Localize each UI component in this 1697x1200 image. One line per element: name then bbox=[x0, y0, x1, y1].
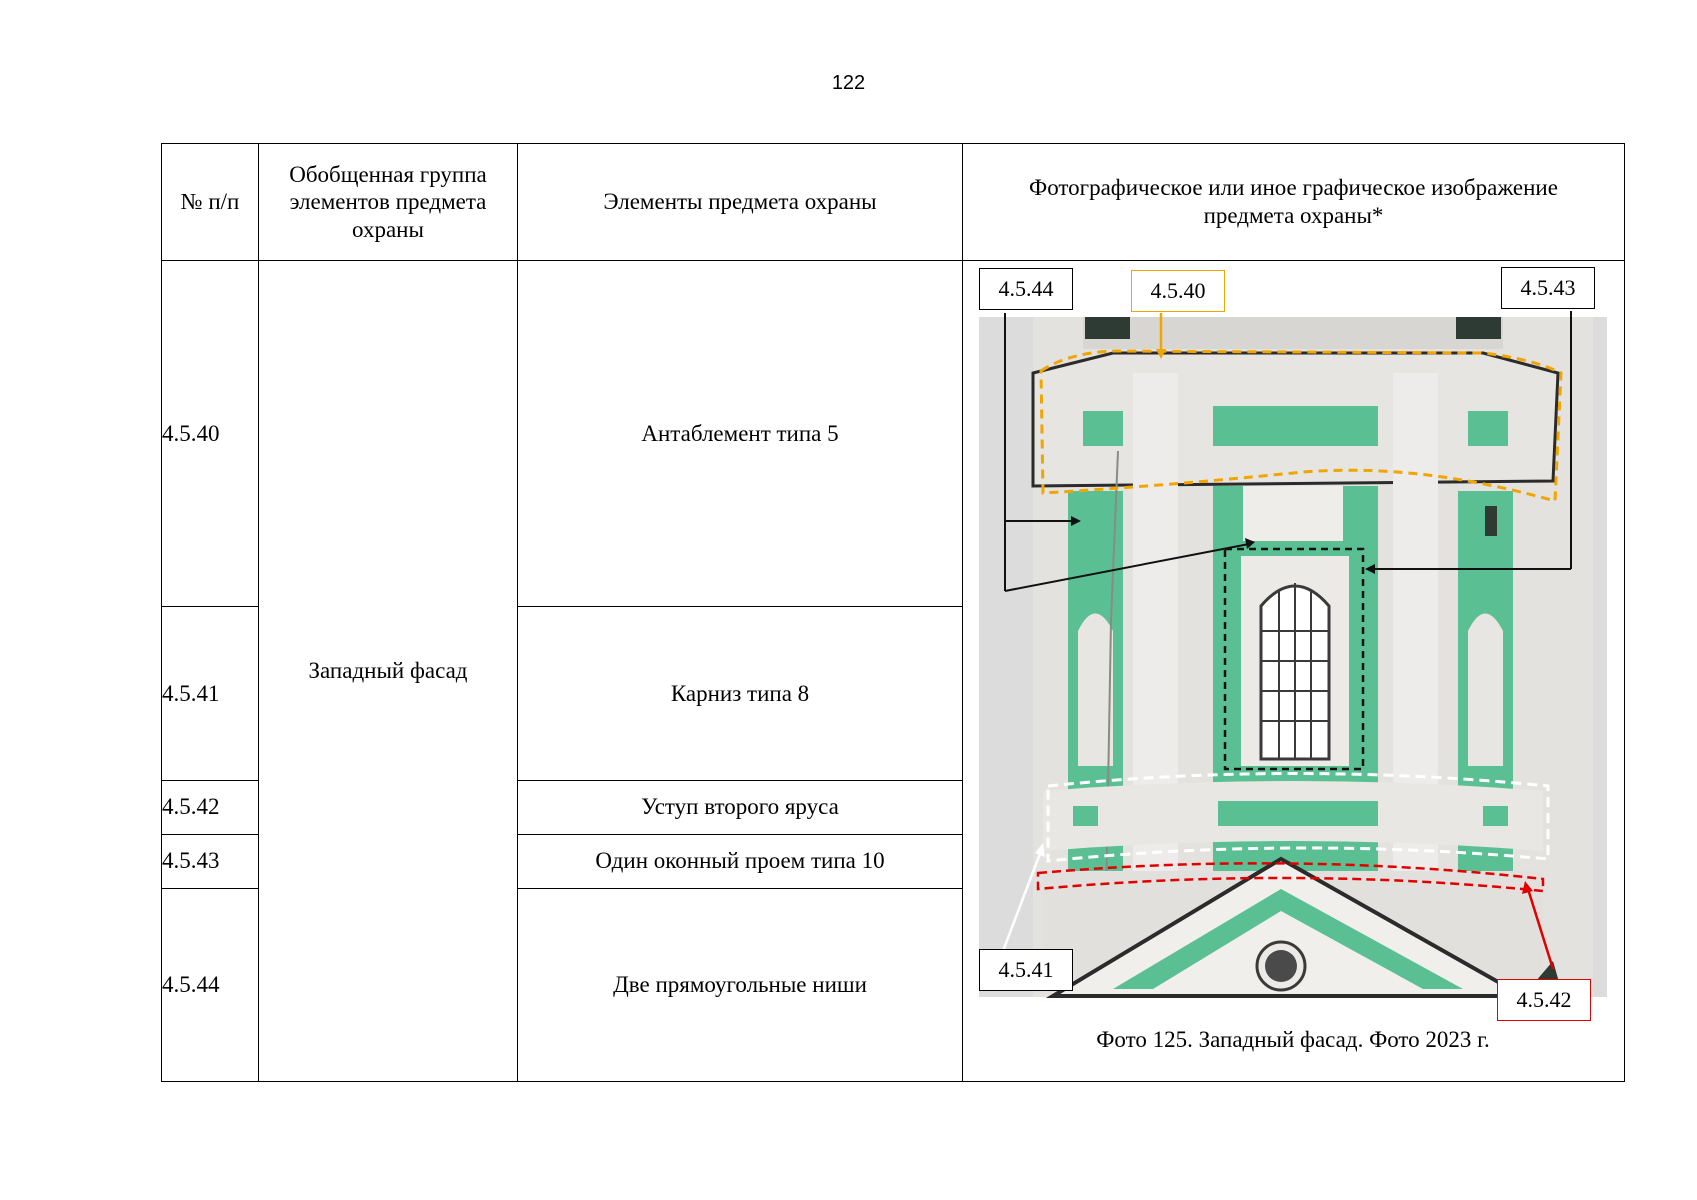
entablature-outline bbox=[1039, 349, 1563, 503]
green-panel bbox=[1213, 406, 1378, 446]
row-element: Карниз типа 8 bbox=[517, 606, 963, 781]
row-num: 4.5.44 bbox=[161, 887, 259, 1083]
row-element: Антаблемент типа 5 bbox=[517, 259, 963, 608]
photo-caption: Фото 125. Западный фасад. Фото 2023 г. bbox=[1096, 1027, 1490, 1052]
table-row: 4.5.44 Две прямоугольные ниши bbox=[161, 887, 1625, 1083]
leader-4544-b bbox=[1004, 543, 1250, 592]
group-cell: Западный фасад bbox=[258, 260, 518, 1082]
photo-cell: 4.5.44 4.5.40 4.5.43 4.5.41 4.5.42 Фото … bbox=[962, 260, 1625, 1082]
protection-elements-table: № п/п Обобщенная группа элементов предме… bbox=[161, 143, 1625, 1083]
header-group: Обобщенная группа элементов предмета охр… bbox=[258, 143, 518, 261]
ledge-outline bbox=[1046, 772, 1550, 863]
callout-4-5-42: 4.5.42 bbox=[1497, 979, 1591, 1021]
callout-4-5-41: 4.5.41 bbox=[979, 949, 1073, 991]
row-num: 4.5.41 bbox=[161, 606, 259, 781]
row-num: 4.5.40 bbox=[161, 259, 259, 608]
leader-4541 bbox=[1001, 850, 1043, 952]
header-num: № п/п bbox=[161, 143, 259, 261]
facade-photo bbox=[979, 311, 1607, 998]
row-element: Две прямоугольные ниши bbox=[517, 887, 963, 1083]
table-row: 4.5.40 Западный фасад Антаблемент типа 5 bbox=[161, 259, 1625, 1082]
cornice-outline bbox=[1036, 862, 1545, 893]
leader-4542 bbox=[1526, 888, 1555, 970]
callout-4-5-40: 4.5.40 bbox=[1131, 270, 1225, 312]
row-num: 4.5.42 bbox=[161, 779, 259, 835]
upper-tier-base bbox=[1083, 317, 1503, 349]
row-num: 4.5.43 bbox=[161, 833, 259, 889]
table-row: 4.5.41 Карниз типа 8 bbox=[161, 606, 1625, 781]
table-row: 4.5.43 Один оконный проем типа 10 bbox=[161, 833, 1625, 889]
callout-4-5-43: 4.5.43 bbox=[1501, 267, 1595, 309]
callout-4-5-44: 4.5.44 bbox=[979, 268, 1073, 310]
table-header-row: № п/п Обобщенная группа элементов предме… bbox=[161, 143, 1625, 261]
header-photo: Фотографическое или иное графическое изо… bbox=[962, 143, 1625, 261]
row-element: Уступ второго яруса bbox=[517, 779, 963, 835]
header-elements: Элементы предмета охраны bbox=[517, 143, 963, 261]
page-number: 122 bbox=[831, 72, 866, 94]
table-row: 4.5.42 Уступ второго яруса bbox=[161, 779, 1625, 835]
window-outline bbox=[1223, 547, 1365, 771]
row-element: Один оконный проем типа 10 bbox=[517, 833, 963, 889]
